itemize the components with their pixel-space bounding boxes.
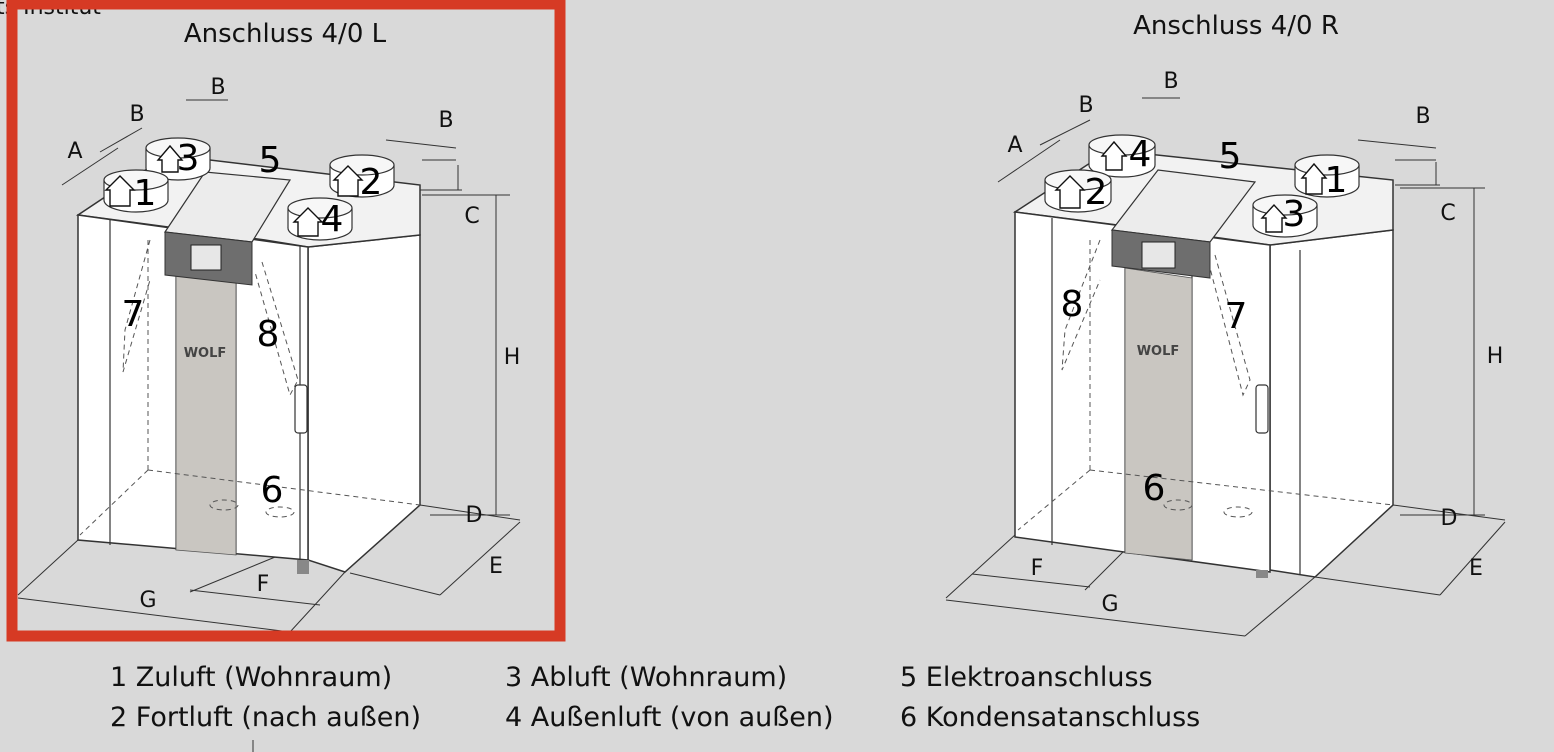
right-port-front-right: 3 — [1283, 194, 1306, 235]
right-label-8: 8 — [1061, 284, 1084, 325]
right-port-front-left: 2 — [1085, 172, 1108, 213]
right-label-7: 7 — [1225, 296, 1248, 337]
left-title: Anschluss 4/0 L — [184, 19, 387, 49]
legend-column-2: 3 Abluft (Wohnraum) 4 Außenluft (von auß… — [505, 658, 834, 738]
left-dim-G: G — [139, 588, 156, 613]
legend-column-3: 5 Elektroanschluss 6 Kondensatanschluss — [900, 658, 1200, 738]
left-label-condensate: 6 — [261, 470, 284, 511]
left-port-back-left: 3 — [177, 138, 200, 179]
legend-item-1: 1 Zuluft (Wohnraum) — [110, 662, 393, 693]
left-label-cable: 5 — [259, 140, 282, 181]
right-dim-A: A — [1007, 133, 1022, 158]
left-dim-H: H — [504, 345, 521, 370]
right-dim-B2: B — [1163, 69, 1178, 94]
right-title: Anschluss 4/0 R — [1133, 11, 1339, 41]
right-label-cable: 5 — [1219, 136, 1242, 177]
unit-left-diagram: Anschluss 4/0 L — [17, 19, 521, 633]
right-wolf-logo: WOLF — [1137, 344, 1180, 359]
right-arrow-1-icon — [1300, 162, 1328, 195]
left-dim-B3: B — [438, 108, 453, 133]
left-wolf-logo: WOLF — [184, 346, 227, 361]
left-arrow-2-icon — [332, 165, 364, 197]
legend-item-4: 4 Außenluft (von außen) — [505, 702, 834, 733]
legend-item-3: 3 Abluft (Wohnraum) — [505, 662, 788, 693]
left-dim-A: A — [67, 139, 82, 164]
right-arrow-4-icon — [1100, 140, 1128, 171]
right-dim-F: F — [1031, 556, 1044, 581]
right-arrow-3-icon — [1260, 203, 1288, 233]
right-dim-C: C — [1440, 201, 1455, 226]
left-dim-F: F — [257, 572, 270, 597]
right-dim-G: G — [1101, 592, 1118, 617]
right-arrow-2-icon — [1054, 175, 1086, 209]
legend-column-1: 1 Zuluft (Wohnraum) 2 Fortluft (nach auß… — [110, 658, 421, 738]
right-dim-B3: B — [1415, 104, 1430, 129]
legend-item-2: 2 Fortluft (nach außen) — [110, 702, 422, 733]
left-arrow-3-icon — [156, 144, 184, 173]
legend-item-5: 5 Elektroanschluss — [900, 662, 1153, 693]
right-dim-E: E — [1469, 556, 1483, 581]
right-dim-D: D — [1441, 506, 1458, 531]
left-label-7: 7 — [122, 294, 145, 335]
unit-right-diagram: Anschluss 4/0 R — [945, 11, 1506, 637]
right-label-condensate: 6 — [1143, 468, 1166, 509]
left-dim-D: D — [466, 503, 483, 528]
highlight-frame — [6, 0, 566, 642]
right-dim-H: H — [1487, 344, 1504, 369]
left-port-front-left: 1 — [134, 173, 157, 214]
right-port-back-right: 1 — [1325, 160, 1348, 201]
left-port-front-right: 4 — [321, 199, 344, 240]
left-arrow-1-icon — [104, 175, 136, 207]
right-dim-B1: B — [1078, 93, 1093, 118]
left-dim-E: E — [489, 554, 503, 579]
legend-item-6: 6 Kondensatanschluss — [900, 702, 1201, 733]
left-dim-C: C — [464, 204, 479, 229]
left-dim-B1: B — [129, 102, 144, 127]
left-label-8: 8 — [257, 314, 280, 355]
right-port-back-left: 4 — [1129, 134, 1152, 175]
left-port-back-right: 2 — [360, 162, 383, 203]
left-arrow-4-icon — [292, 207, 324, 237]
left-dim-B2: B — [210, 75, 225, 100]
